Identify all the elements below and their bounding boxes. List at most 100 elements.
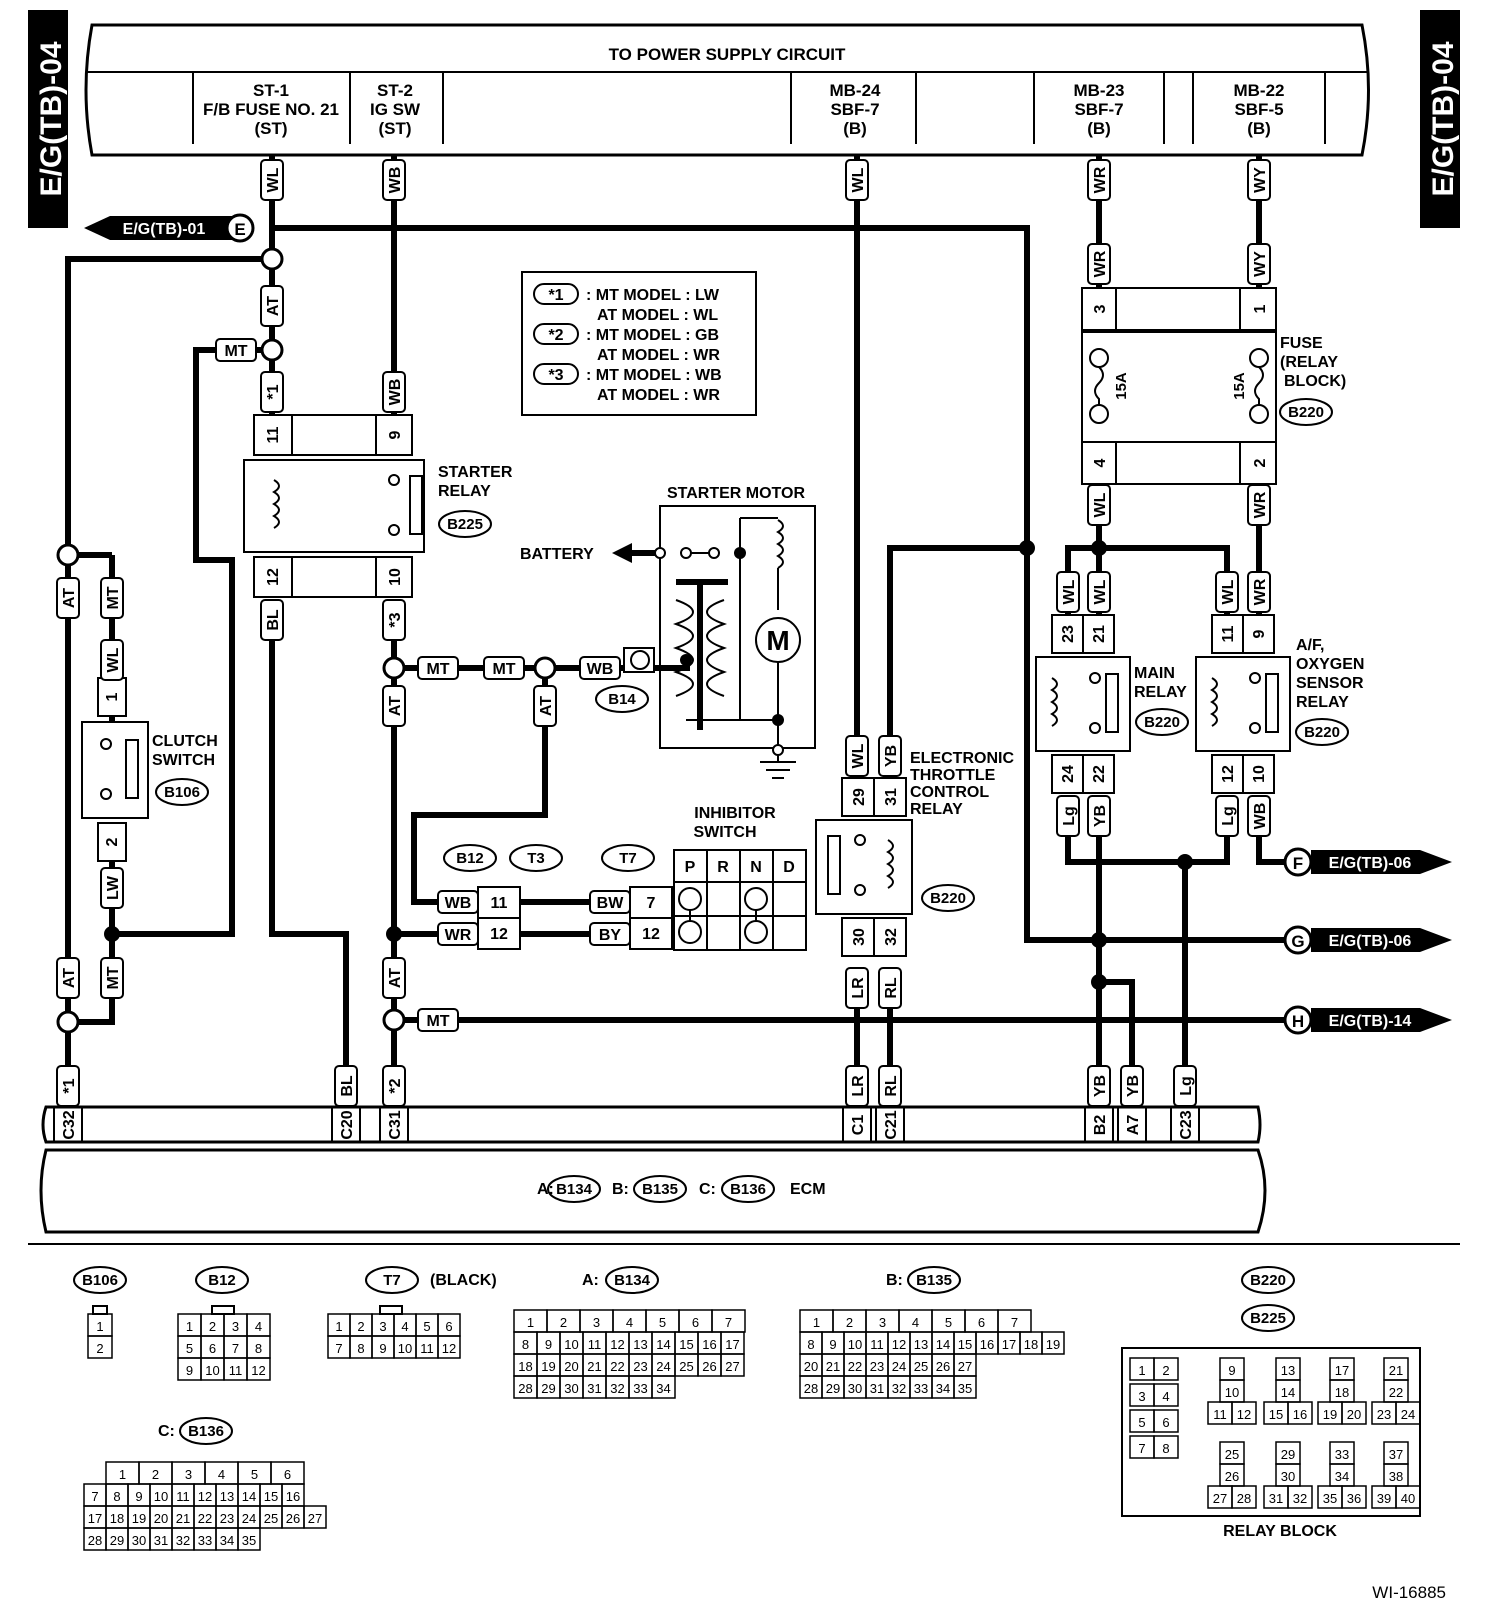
connector-pin: 4 [255,1319,262,1334]
connector-pin: 25 [914,1359,928,1374]
connector-pin: 26 [936,1359,950,1374]
connector-pin: 31 [870,1381,884,1396]
connector-pin: 32 [610,1381,624,1396]
svg-text:4: 4 [1162,1389,1169,1404]
svg-text:16: 16 [1293,1407,1307,1422]
svg-text:17: 17 [1335,1363,1349,1378]
svg-text:BL: BL [339,1075,356,1097]
svg-text:Lg: Lg [1220,806,1237,826]
connector-pin: 3 [879,1315,886,1330]
svg-text:24: 24 [1060,765,1077,783]
wire-color-label: WB [1247,795,1271,837]
svg-text:5: 5 [1138,1415,1145,1430]
svg-text:YB: YB [1092,805,1109,827]
svg-text:40: 40 [1401,1491,1415,1506]
svg-text:AT MODEL : WR: AT MODEL : WR [597,387,720,404]
connector-pin: 29 [541,1381,555,1396]
svg-text:SWITCH: SWITCH [152,752,215,769]
svg-text:MT: MT [426,1013,449,1030]
svg-text:9: 9 [1251,629,1268,638]
svg-text:36: 36 [1347,1491,1361,1506]
side-tab-left: E/G(TB)-04 [35,41,68,196]
supply-mb22-b: (B) [1247,119,1271,138]
wire-color-label: AT [533,685,557,727]
svg-text:B:: B: [886,1272,903,1289]
connector-pin: 15 [264,1489,278,1504]
connector-pin: 30 [564,1381,578,1396]
connector-pin: 6 [692,1315,699,1330]
svg-text:INHIBITOR: INHIBITOR [694,805,776,822]
svg-text:A:: A: [582,1272,599,1289]
ecm-pin: C23 [1178,1110,1195,1139]
svg-text:B12: B12 [208,1272,236,1289]
wire-color-label: WL [1056,571,1080,613]
svg-text:2: 2 [1162,1363,1169,1378]
starter-relay: 11 9 12 10 STARTER RELAY B225 [243,414,513,598]
svg-text:1: 1 [1138,1363,1145,1378]
connector-pin: 5 [423,1319,430,1334]
svg-text:SWITCH: SWITCH [693,824,756,841]
connector-pin: 6 [978,1315,985,1330]
svg-text:M: M [766,625,789,656]
svg-text:26: 26 [1225,1469,1239,1484]
connector-pin: 22 [610,1359,624,1374]
connector-pin: 3 [379,1319,386,1334]
connector-pin: 17 [1002,1337,1016,1352]
svg-text:BY: BY [599,927,622,944]
supply-mb23-b: (B) [1087,119,1111,138]
connector-pin: 3 [185,1467,192,1482]
svg-text:*1: *1 [265,384,282,399]
connector-pin: 29 [110,1533,124,1548]
svg-text:AT MODEL : WL: AT MODEL : WL [597,307,718,324]
svg-text:10: 10 [1251,765,1268,783]
wire-color-label: WL [845,735,869,777]
supply-st2: ST-2 [377,81,413,100]
connector-pin: 12 [251,1363,265,1378]
wire-color-label: *3 [382,599,406,641]
wire-color-legend: *1 : MT MODEL : LW AT MODEL : WL *2 : MT… [521,271,757,416]
svg-text:37: 37 [1389,1447,1403,1462]
wire-color-label: MT [100,577,124,619]
svg-text:(BLACK): (BLACK) [430,1272,497,1289]
connector-pin: 16 [702,1337,716,1352]
svg-text:: MT MODEL : LW: : MT MODEL : LW [586,287,720,304]
connector-pin: 1 [813,1315,820,1330]
connector-pin: 14 [936,1337,950,1352]
connector-pin: 11 [229,1363,243,1378]
svg-text:Lg: Lg [1178,1076,1195,1096]
svg-text:WR: WR [1252,578,1269,605]
svg-text:23: 23 [1377,1407,1391,1422]
connector-pin: 2 [846,1315,853,1330]
connector-pin: 17 [725,1337,739,1352]
svg-text:E/G(TB)-06: E/G(TB)-06 [1329,933,1412,950]
svg-text:CLUTCH: CLUTCH [152,733,218,750]
connector-pin: 23 [220,1511,234,1526]
svg-text:R: R [717,859,729,876]
svg-text:B134: B134 [556,1181,593,1198]
svg-text:E: E [234,220,245,239]
connector-pin: 1 [96,1319,103,1334]
connector-pin: 22 [848,1359,862,1374]
supply-mb24: MB-24 [829,81,881,100]
svg-text:*2: *2 [548,327,563,344]
connector-pin: 1 [527,1315,534,1330]
svg-text:28: 28 [1237,1491,1251,1506]
svg-text:WL: WL [1092,579,1109,604]
svg-text:N: N [750,859,762,876]
svg-text:CONTROL: CONTROL [910,784,989,801]
connector-pin: 33 [198,1533,212,1548]
af-oxygen-sensor-relay: 11 9 12 10 A/F, OXYGEN SENSOR RELAY B220 [1195,614,1364,794]
supply-st1: ST-1 [253,81,289,100]
svg-text:B:: B: [612,1181,629,1198]
svg-text:19: 19 [1323,1407,1337,1422]
svg-text:C:: C: [699,1181,716,1198]
wire-color-label: MT [215,338,257,362]
ref-g: G E/G(TB)-06 [1283,925,1452,955]
svg-text:7: 7 [1138,1441,1145,1456]
supply-mb23-sbf: SBF-7 [1074,100,1123,119]
svg-text:T7: T7 [383,1272,401,1289]
svg-text:B136: B136 [188,1423,224,1440]
wire-color-label: WR [1247,484,1271,526]
svg-text:35: 35 [1323,1491,1337,1506]
